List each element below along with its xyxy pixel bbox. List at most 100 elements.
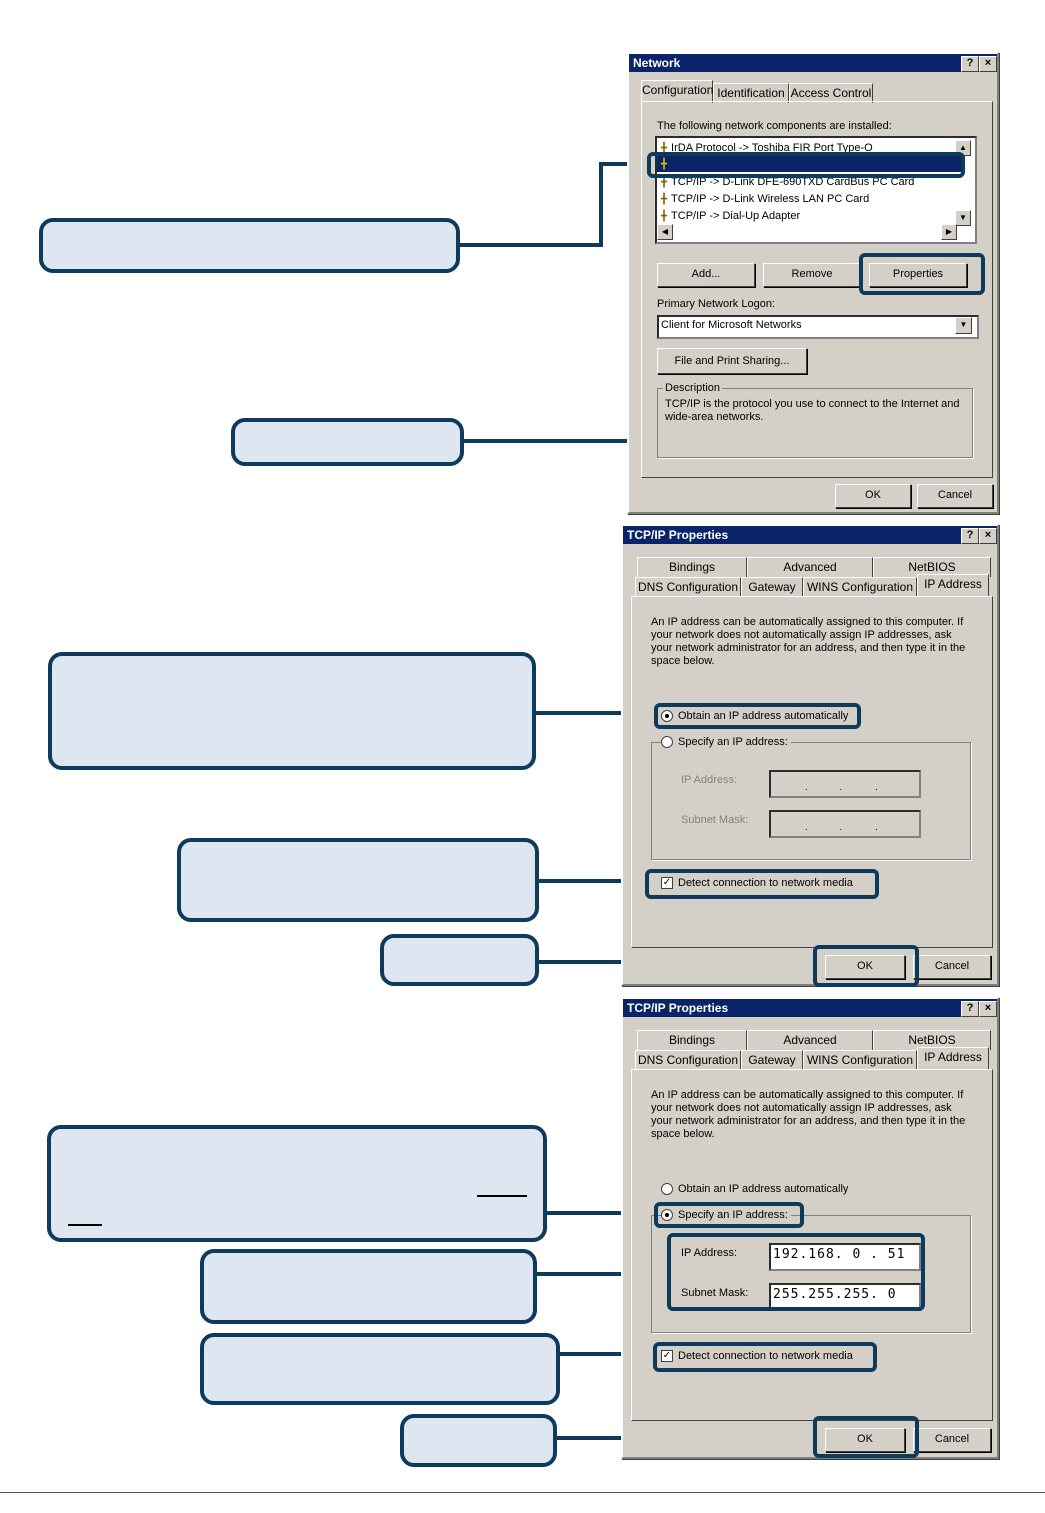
cancel-button[interactable]: Cancel [913,1428,991,1452]
tab-advanced[interactable]: Advanced [747,557,873,577]
tab-ip-address[interactable]: IP Address [917,1047,989,1070]
radio-icon [661,736,673,749]
tcpip-dialog-auto: TCP/IP Properties ? × Bindings Advanced … [621,524,999,987]
tab-netbios[interactable]: NetBIOS [873,1030,991,1050]
logon-label: Primary Network Logon: [657,298,775,310]
close-icon[interactable]: × [979,1001,997,1017]
specify-ip-group [651,742,971,860]
help-button[interactable]: ? [961,528,979,544]
connector-line [534,711,652,715]
tab-bindings[interactable]: Bindings [637,1030,747,1050]
tab-gateway[interactable]: Gateway [741,577,803,597]
list-item[interactable]: ╋TCP/IP -> Dial-Up Adapter [661,210,801,222]
underline-mark [68,1224,102,1226]
network-component-icon: ╋ [661,159,668,170]
add-button[interactable]: Add... [657,263,755,287]
components-list[interactable]: ╋IrDA Protocol -> Toshiba FIR Port Type-… [655,136,977,244]
tab-dns-configuration[interactable]: DNS Configuration [635,1050,741,1070]
description-label: Description [663,382,723,394]
checkmark-icon: ✓ [661,1350,673,1363]
highlight-obtain [654,703,861,729]
ok-button[interactable]: OK [825,955,905,979]
network-component-icon: ╋ [661,177,668,188]
callout-specify-ip [47,1125,547,1242]
specify-ip-radio[interactable]: Specify an IP address: [661,1209,791,1222]
tab-access-control[interactable]: Access Control [789,83,873,103]
scroll-down-icon[interactable]: ▼ [955,210,971,226]
tab-advanced[interactable]: Advanced [747,1030,873,1050]
help-button[interactable]: ? [961,56,979,72]
ok-button[interactable]: OK [835,484,911,508]
logon-select[interactable]: Client for Microsoft Networks [657,315,979,339]
list-item[interactable]: ╋TCP/IP -> D-Link DFE-690TXD CardBus PC … [661,176,915,188]
remove-button[interactable]: Remove [763,263,861,287]
tab-wins-configuration[interactable]: WINS Configuration [803,577,917,597]
help-button[interactable]: ? [961,1001,979,1017]
connector-line [558,1352,652,1356]
tab-dns-configuration[interactable]: DNS Configuration [635,577,741,597]
description-group [657,388,973,458]
tab-ip-address[interactable]: IP Address [917,574,989,597]
callout-ok-1 [380,934,539,986]
underline-mark [477,1195,527,1197]
file-print-sharing-button[interactable]: File and Print Sharing... [657,348,807,374]
info-text: An IP address can be automatically assig… [651,1089,966,1140]
connector-line [537,879,643,883]
ip-address-label: IP Address: [681,774,738,786]
specify-ip-radio[interactable]: Specify an IP address: [661,736,791,749]
cancel-button[interactable]: Cancel [917,484,993,508]
scroll-left-icon[interactable]: ◀ [657,224,673,240]
list-item[interactable]: ╋IrDA Protocol -> Toshiba FIR Port Type-… [661,142,873,154]
tcpip-dialog-static: TCP/IP Properties ? × Bindings Advanced … [621,997,999,1459]
tab-identification[interactable]: Identification [713,83,789,103]
chevron-down-icon[interactable]: ▼ [955,317,972,334]
network-component-icon: ╋ [661,211,668,222]
close-icon[interactable]: × [979,56,997,72]
highlight-detect [645,869,879,899]
subnet-mask-field[interactable]: ... [769,810,921,838]
network-component-icon: ╋ [661,194,668,205]
highlight-selected-component [647,152,965,178]
callout-click-properties [231,418,464,466]
configuration-panel [641,101,993,478]
detect-checkbox[interactable]: ✓Detect connection to network media [661,1350,853,1363]
cancel-button[interactable]: Cancel [913,955,991,979]
title-bar: TCP/IP Properties [623,999,997,1017]
footer-divider [0,1492,1045,1493]
scroll-right-icon[interactable]: ▶ [941,224,957,240]
ok-button[interactable]: OK [825,1428,905,1452]
ip-address-label: IP Address: [681,1247,738,1259]
tab-netbios[interactable]: NetBIOS [873,557,991,577]
title-bar: Network [629,54,997,72]
tab-wins-configuration[interactable]: WINS Configuration [803,1050,917,1070]
callout-select-tcpip [39,218,460,273]
subnet-mask-label: Subnet Mask: [681,814,749,826]
callout-ok-2 [400,1414,557,1467]
tab-bindings[interactable]: Bindings [637,557,747,577]
tab-gateway[interactable]: Gateway [741,1050,803,1070]
specify-ip-group [651,1215,971,1333]
list-item[interactable]: ╋TCP/IP -> D-Link Wireless LAN PC Card [661,193,870,205]
highlight-ok [813,945,919,987]
network-component-icon: ╋ [661,143,668,154]
installed-label: The following network components are ins… [657,120,892,132]
dialog-title: TCP/IP Properties [627,528,729,542]
connector-line [535,1272,668,1276]
ip-address-field[interactable]: 192.168. 0 . 51 [769,1243,921,1271]
close-icon[interactable]: × [979,528,997,544]
detect-checkbox[interactable]: ✓Detect connection to network media [661,877,853,890]
list-item-selected[interactable]: ╋ [657,156,963,172]
callout-detect-1 [177,838,539,922]
properties-button[interactable]: Properties [869,263,967,287]
tab-configuration[interactable]: Configuration [641,80,713,103]
ip-address-panel [631,1069,993,1421]
ip-address-field[interactable]: ... [769,770,921,798]
callout-obtain-auto [48,652,536,770]
obtain-ip-radio[interactable]: Obtain an IP address automatically [661,1183,848,1196]
obtain-ip-radio[interactable]: Obtain an IP address automatically [661,710,848,723]
dialog-title: TCP/IP Properties [627,1001,729,1015]
callout-enter-ip [200,1249,537,1324]
connector-line [545,1211,652,1215]
radio-icon [661,1183,673,1196]
connector-line [599,162,603,247]
